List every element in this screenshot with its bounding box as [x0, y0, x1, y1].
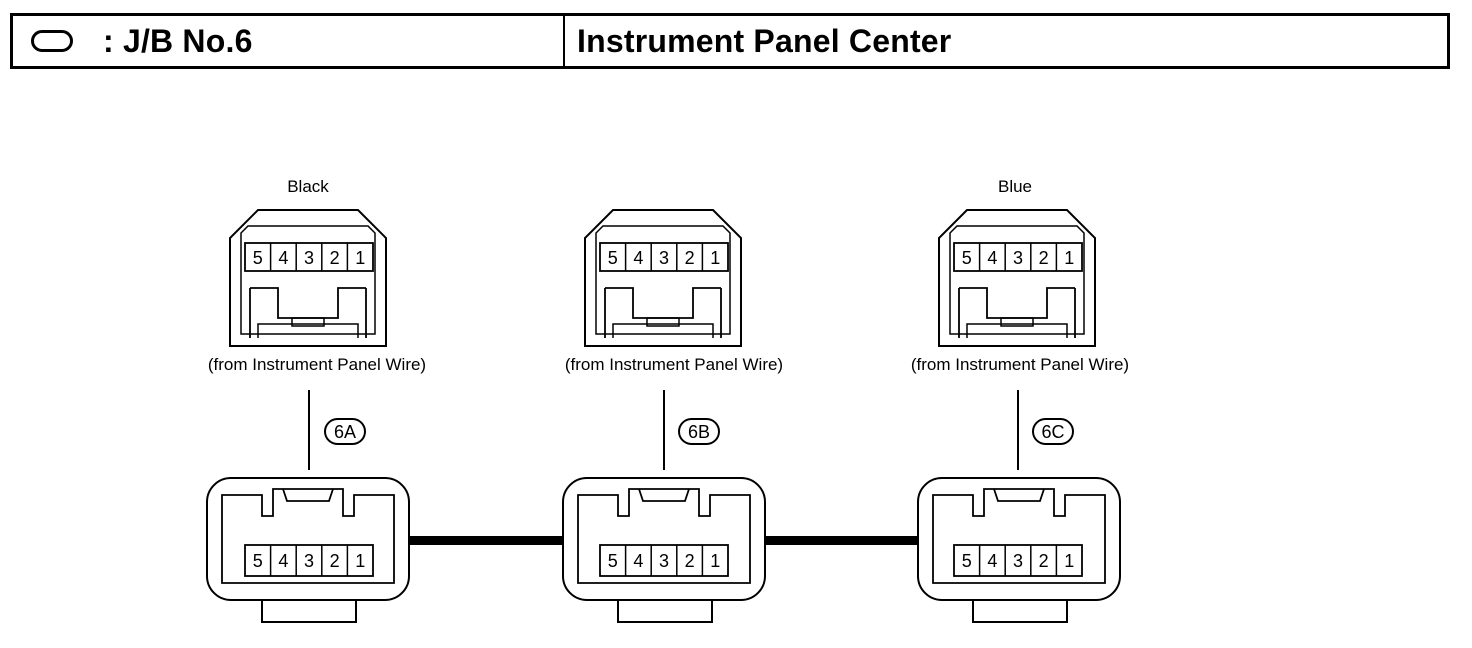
pin-label: 1 — [710, 551, 720, 571]
connector-source-label-6a: (from Instrument Panel Wire) — [208, 355, 426, 374]
pin-label: 4 — [633, 248, 643, 268]
pin-row-bottom-6a: 5 4 3 2 1 — [244, 544, 374, 577]
pin-label: 3 — [1013, 248, 1023, 268]
pin-label: 2 — [1039, 551, 1049, 571]
header-jb-cell: : J/B No.6 — [13, 16, 565, 66]
pin-label: 2 — [685, 551, 695, 571]
pin-label: 3 — [659, 248, 669, 268]
pin-row-top-6c: 5 4 3 2 1 — [953, 242, 1083, 272]
connector-source-label-6c: (from Instrument Panel Wire) — [911, 355, 1129, 374]
pin-row-top-6a: 5 4 3 2 1 — [244, 242, 374, 272]
header-table: : J/B No.6 Instrument Panel Center — [10, 13, 1450, 69]
pin-label: 4 — [987, 551, 997, 571]
pin-label: 3 — [659, 551, 669, 571]
pin-label: 1 — [710, 248, 720, 268]
header-location-cell: Instrument Panel Center — [565, 16, 1447, 66]
pin-label: 2 — [1039, 248, 1049, 268]
pin-row-bottom-6c: 5 4 3 2 1 — [953, 544, 1083, 577]
pin-label: 5 — [962, 248, 972, 268]
female-connector-6a — [229, 209, 387, 347]
pin-label: 4 — [987, 248, 997, 268]
pin-label: 2 — [330, 248, 340, 268]
pin-label: 1 — [1064, 248, 1074, 268]
connector-source-label-6b: (from Instrument Panel Wire) — [565, 355, 783, 374]
connector-id-6c: 6C — [1041, 422, 1064, 442]
pin-row-top-6b: 5 4 3 2 1 — [599, 242, 729, 272]
harness-link-6b-6c — [765, 536, 918, 545]
connector-id-6a: 6A — [334, 422, 356, 442]
connector-id-6b: 6B — [688, 422, 710, 442]
pin-label: 5 — [608, 248, 618, 268]
female-connector-6c — [938, 209, 1096, 347]
pin-label: 2 — [685, 248, 695, 268]
pin-label: 4 — [278, 248, 288, 268]
pin-label: 4 — [278, 551, 288, 571]
connector-color-label-6c: Blue — [998, 177, 1032, 196]
pin-label: 5 — [962, 551, 972, 571]
pin-label: 5 — [253, 248, 263, 268]
connector-group-6b: 5 4 3 2 1 (from Instrument Panel Wire) 6… — [562, 209, 783, 623]
pin-label: 1 — [1064, 551, 1074, 571]
connector-id-badge-6c — [1032, 418, 1074, 445]
pin-label: 4 — [633, 551, 643, 571]
pin-label: 2 — [330, 551, 340, 571]
pin-row-bottom-6b: 5 4 3 2 1 — [599, 544, 729, 577]
connector-color-label-6a: Black — [287, 177, 329, 196]
harness-link-6a-6b — [410, 536, 563, 545]
connector-id-badge-6a — [324, 418, 366, 445]
pin-label: 1 — [355, 248, 365, 268]
connector-group-6a: Black 5 4 3 2 1 (from Instrument Panel W… — [206, 177, 426, 623]
pin-label: 5 — [253, 551, 263, 571]
female-connector-6b — [584, 209, 742, 347]
pin-label: 3 — [304, 248, 314, 268]
location-name: Instrument Panel Center — [577, 22, 952, 59]
pin-label: 1 — [355, 551, 365, 571]
pin-label: 3 — [1013, 551, 1023, 571]
connector-group-6c: Blue 5 4 3 2 1 (from Instrument Panel Wi… — [911, 177, 1129, 623]
junction-block-name: : J/B No.6 — [103, 22, 253, 59]
connector-id-badge-6b — [678, 418, 720, 445]
pin-label: 3 — [304, 551, 314, 571]
pin-label: 5 — [608, 551, 618, 571]
oval-outline-icon — [31, 30, 73, 52]
